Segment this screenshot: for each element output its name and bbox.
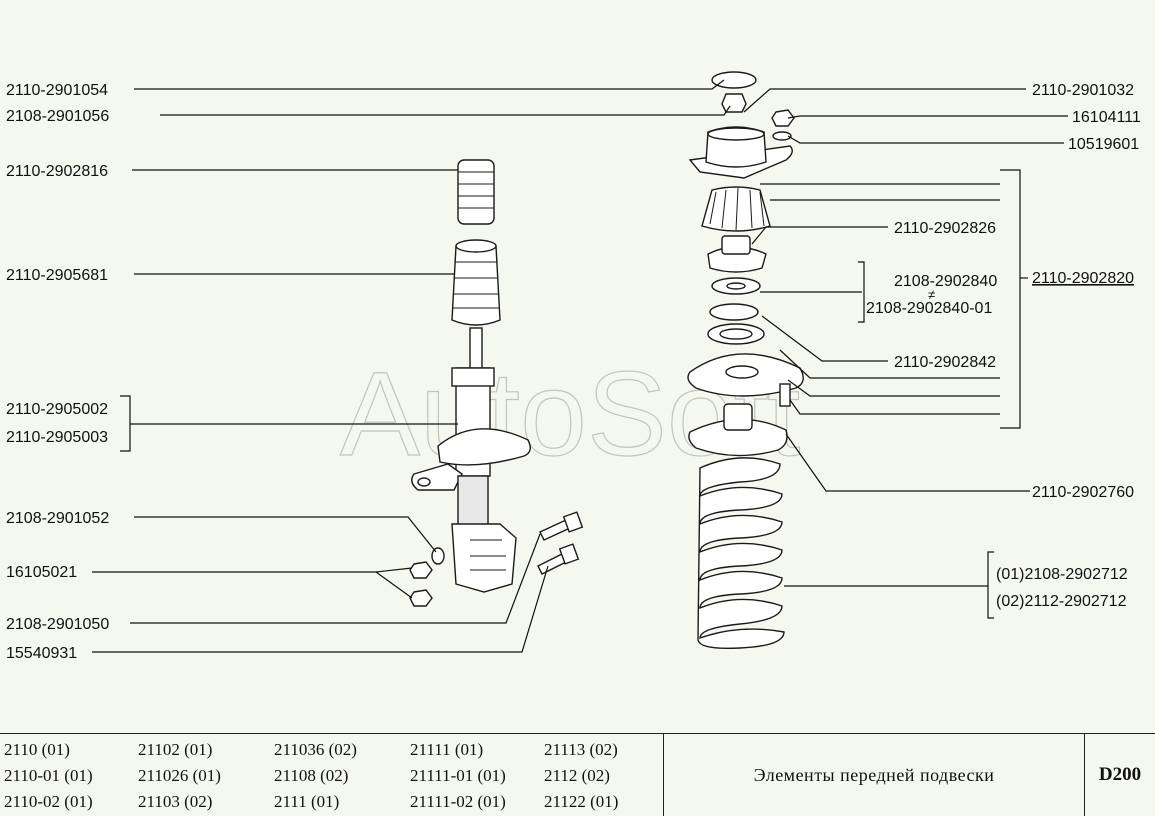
strut-assembly <box>409 71 757 607</box>
part-label: 2108-2901052 <box>6 510 109 527</box>
model-cell: 211026 (01) <box>138 766 221 785</box>
part-label: 2110-2902820 <box>1032 270 1134 287</box>
leader-lines <box>92 79 1068 653</box>
part-label: 2110-2905681 <box>6 267 108 284</box>
model-cell: 21108 (02) <box>274 766 349 785</box>
part-label: 16105021 <box>6 564 77 581</box>
section-title: Элементы передней подвески <box>663 734 1085 816</box>
spring-seat-part <box>688 403 788 457</box>
model-cell: 2112 (02) <box>544 766 610 785</box>
top-washer-part <box>711 71 757 89</box>
part-label: 2110-2902826 <box>894 220 996 237</box>
model-cell: 21122 (01) <box>544 792 619 811</box>
mount-spring-assembly <box>687 109 804 650</box>
part-label: 2110-2902816 <box>6 163 108 180</box>
part-label: 10519601 <box>1068 136 1139 153</box>
model-cell: 21111-01 (01) <box>410 766 506 785</box>
model-cell: 2110-01 (01) <box>4 766 93 785</box>
bolt-part <box>537 511 584 575</box>
footer-table: 2110 (01) 21102 (01) 211036 (02) 21111 (… <box>0 733 1155 816</box>
strut-rod <box>469 327 483 371</box>
top-mount-part <box>688 126 793 179</box>
support-plate-part <box>687 353 804 407</box>
model-cell: 2110 (01) <box>4 740 70 759</box>
coil-spring-part <box>697 457 785 650</box>
bearing-housing-part <box>707 235 767 273</box>
part-label: 2110-2905002 <box>6 401 108 418</box>
part-label: 2108-2901056 <box>6 108 109 125</box>
part-labels: 2110-2901054 2108-2901056 2110-2902816 2… <box>6 82 1141 662</box>
suspension-diagram: AutoSoft <box>6 71 1141 662</box>
model-cell: 2110-02 (01) <box>4 792 93 811</box>
model-cell: 21113 (02) <box>544 740 618 759</box>
mount-boot-part <box>701 186 771 232</box>
bump-stop-part <box>457 159 495 225</box>
part-label: 2108-2901050 <box>6 616 109 633</box>
mount-nut-part <box>771 109 795 127</box>
part-label: ≠ <box>928 287 935 302</box>
part-label: 15540931 <box>6 645 77 662</box>
section-code: D200 <box>1098 764 1142 785</box>
part-label: 2108-2902840 <box>894 273 997 290</box>
model-cell: 2111 (01) <box>274 792 340 811</box>
model-cell: 21111-02 (01) <box>410 792 506 811</box>
part-label: (02)2112-2902712 <box>996 593 1127 610</box>
strut-body-part <box>411 367 531 593</box>
washer-part <box>431 547 445 565</box>
ring-washer-part <box>709 303 759 321</box>
model-cell: 211036 (02) <box>274 740 357 759</box>
model-cell: 21111 (01) <box>410 740 484 759</box>
part-label: 16104111 <box>1072 109 1141 126</box>
model-cell: 21103 (02) <box>138 792 213 811</box>
part-label: 2110-2905003 <box>6 429 108 446</box>
mount-washer-part <box>772 131 792 141</box>
part-label: (01)2108-2902712 <box>996 566 1128 583</box>
part-label: 2110-2901054 <box>6 82 108 99</box>
protective-boot-part <box>451 239 501 326</box>
top-nut-part <box>721 93 747 113</box>
part-label: 2110-2901032 <box>1032 82 1134 99</box>
nut-part <box>409 561 433 607</box>
part-label: 2110-2902760 <box>1032 484 1134 501</box>
part-label: 2108-2902840-01 <box>866 300 992 317</box>
part-label: 2110-2902842 <box>894 354 996 371</box>
model-cell: 21102 (01) <box>138 740 213 759</box>
